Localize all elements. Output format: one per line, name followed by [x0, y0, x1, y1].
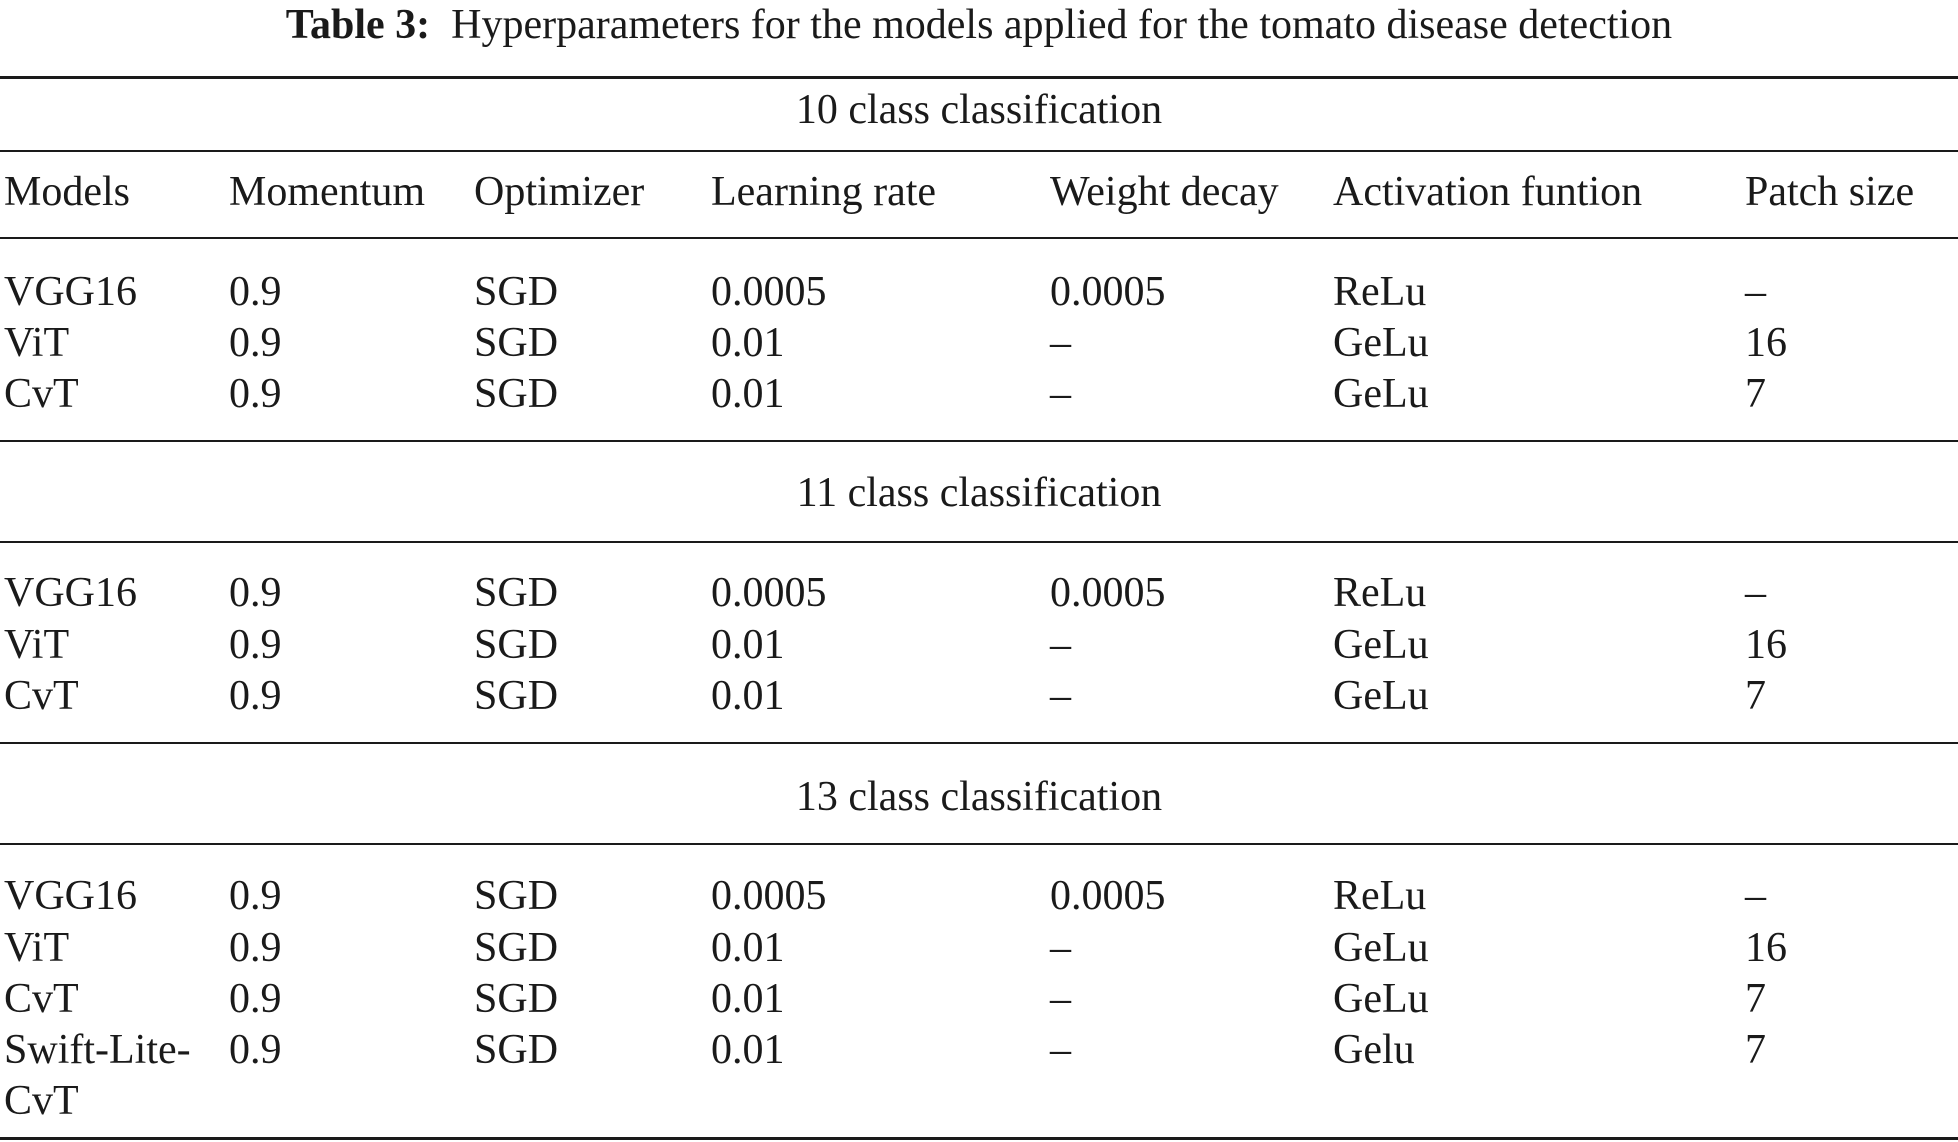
cell-momentum: 0.9 — [229, 976, 282, 1022]
cell-momentum: 0.9 — [229, 673, 282, 719]
cell-patch-size: – — [1745, 873, 1766, 919]
header-rule — [0, 237, 1958, 239]
cell-patch-size: 16 — [1745, 925, 1787, 971]
cell-activation: GeLu — [1333, 622, 1429, 668]
cell-model: VGG16 — [4, 269, 137, 315]
section-rule — [0, 541, 1958, 543]
cell-weight-decay: – — [1050, 673, 1071, 719]
cell-model: CvT — [4, 673, 79, 719]
cell-weight-decay: 0.0005 — [1050, 269, 1166, 315]
header-models: Models — [4, 169, 130, 215]
cell-model: VGG16 — [4, 873, 137, 919]
cell-patch-size: 7 — [1745, 1027, 1766, 1073]
cell-weight-decay: – — [1050, 622, 1071, 668]
cell-model: Swift-Lite- — [4, 1027, 191, 1073]
cell-activation: GeLu — [1333, 925, 1429, 971]
cell-learning-rate: 0.01 — [711, 976, 785, 1022]
header-momentum: Momentum — [229, 169, 425, 215]
cell-optimizer: SGD — [474, 570, 559, 616]
cell-learning-rate: 0.01 — [711, 371, 785, 417]
section-title-13-class: 13 class classification — [795, 774, 1163, 820]
cell-model: CvT — [4, 976, 79, 1022]
cell-momentum: 0.9 — [229, 570, 282, 616]
cell-optimizer: SGD — [474, 873, 559, 919]
cell-model: CvT — [4, 371, 79, 417]
cell-model: VGG16 — [4, 570, 137, 616]
table-caption: Table 3: Hyperparameters for the models … — [0, 0, 1958, 50]
cell-learning-rate: 0.0005 — [711, 570, 827, 616]
header-weight-decay: Weight decay — [1050, 169, 1279, 215]
cell-patch-size: 16 — [1745, 622, 1787, 668]
cell-learning-rate: 0.0005 — [711, 269, 827, 315]
cell-activation: ReLu — [1333, 570, 1427, 616]
cell-momentum: 0.9 — [229, 320, 282, 366]
cell-learning-rate: 0.01 — [711, 1027, 785, 1073]
cell-weight-decay: 0.0005 — [1050, 570, 1166, 616]
cell-activation: Gelu — [1333, 1027, 1415, 1073]
cell-optimizer: SGD — [474, 673, 559, 719]
section-title-11-class: 11 class classification — [796, 470, 1162, 516]
bottom-rule — [0, 1137, 1958, 1140]
header-learning-rate: Learning rate — [711, 169, 937, 215]
header-optimizer: Optimizer — [474, 169, 645, 215]
section-rule — [0, 150, 1958, 152]
cell-weight-decay: – — [1050, 320, 1071, 366]
section-rule — [0, 843, 1958, 845]
cell-learning-rate: 0.01 — [711, 320, 785, 366]
top-rule — [0, 76, 1958, 79]
cell-patch-size: 7 — [1745, 673, 1766, 719]
cell-model: ViT — [4, 320, 70, 366]
cell-learning-rate: 0.01 — [711, 925, 785, 971]
cell-weight-decay: – — [1050, 925, 1071, 971]
cell-patch-size: – — [1745, 570, 1766, 616]
cell-weight-decay: – — [1050, 976, 1071, 1022]
cell-learning-rate: 0.01 — [711, 673, 785, 719]
cell-weight-decay: 0.0005 — [1050, 873, 1166, 919]
header-activation-function: Activation funtion — [1333, 169, 1643, 215]
cell-learning-rate: 0.0005 — [711, 873, 827, 919]
section-rule — [0, 742, 1958, 744]
cell-model: ViT — [4, 622, 70, 668]
cell-activation: GeLu — [1333, 371, 1429, 417]
cell-activation: GeLu — [1333, 976, 1429, 1022]
cell-momentum: 0.9 — [229, 622, 282, 668]
caption-label: Table 3: — [285, 2, 431, 48]
cell-activation: ReLu — [1333, 873, 1427, 919]
cell-momentum: 0.9 — [229, 873, 282, 919]
cell-optimizer: SGD — [474, 320, 559, 366]
cell-optimizer: SGD — [474, 269, 559, 315]
cell-patch-size: – — [1745, 269, 1766, 315]
cell-activation: ReLu — [1333, 269, 1427, 315]
cell-patch-size: 7 — [1745, 371, 1766, 417]
cell-activation: GeLu — [1333, 673, 1429, 719]
cell-momentum: 0.9 — [229, 925, 282, 971]
cell-patch-size: 16 — [1745, 320, 1787, 366]
section-title-10-class: 10 class classification — [795, 87, 1163, 133]
cell-optimizer: SGD — [474, 1027, 559, 1073]
cell-optimizer: SGD — [474, 622, 559, 668]
cell-momentum: 0.9 — [229, 1027, 282, 1073]
cell-learning-rate: 0.01 — [711, 622, 785, 668]
cell-momentum: 0.9 — [229, 269, 282, 315]
cell-momentum: 0.9 — [229, 371, 282, 417]
section-rule — [0, 440, 1958, 442]
cell-weight-decay: – — [1050, 371, 1071, 417]
cell-patch-size: 7 — [1745, 976, 1766, 1022]
cell-model: ViT — [4, 925, 70, 971]
cell-activation: GeLu — [1333, 320, 1429, 366]
caption-text: Hyperparameters for the models applied f… — [451, 2, 1673, 48]
cell-optimizer: SGD — [474, 371, 559, 417]
cell-model: CvT — [4, 1078, 79, 1124]
header-patch-size: Patch size — [1745, 169, 1915, 215]
cell-optimizer: SGD — [474, 976, 559, 1022]
cell-optimizer: SGD — [474, 925, 559, 971]
cell-weight-decay: – — [1050, 1027, 1071, 1073]
